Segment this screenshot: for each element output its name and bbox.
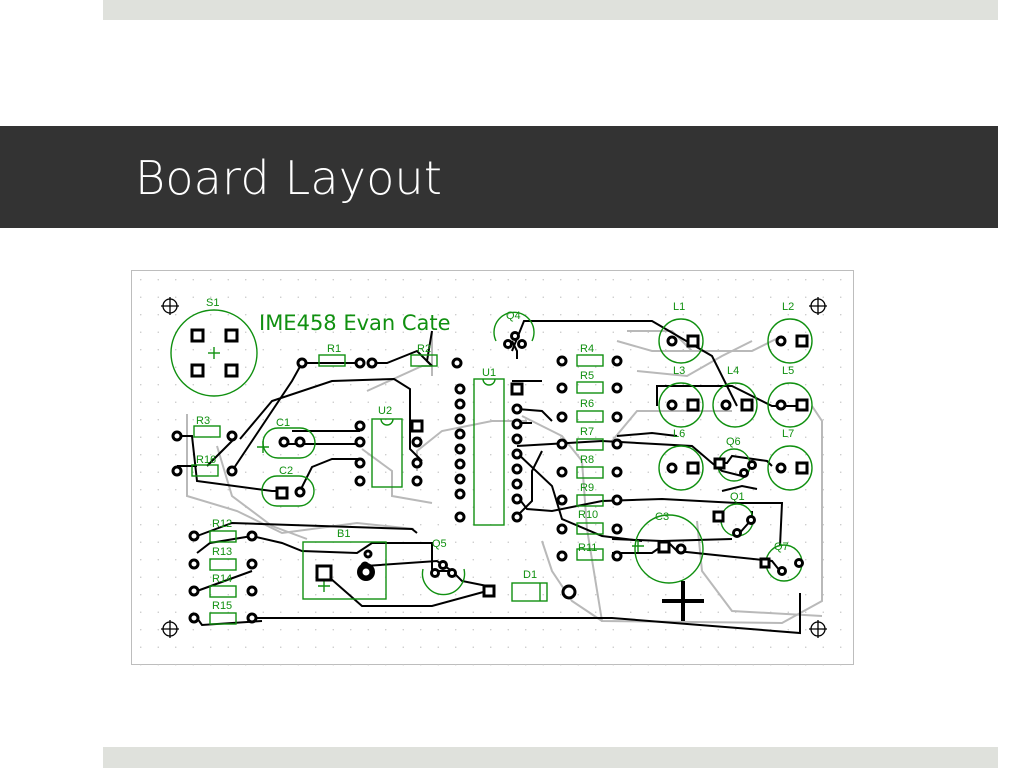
r1-outline	[318, 354, 346, 367]
label-r11: R11	[578, 542, 597, 554]
label-r9: R9	[580, 482, 594, 494]
label-r5: R5	[580, 370, 594, 382]
label-l2: L2	[782, 301, 794, 313]
label-r7: R7	[580, 426, 594, 438]
l3-outline	[658, 382, 704, 428]
label-l6: L6	[673, 428, 685, 440]
label-q4: Q4	[506, 310, 521, 322]
r4-outline	[576, 354, 604, 367]
label-c2: C2	[279, 465, 293, 477]
r3-outline	[193, 425, 221, 438]
label-c3: C3	[655, 511, 669, 523]
r11-outline	[576, 548, 604, 561]
label-b1: B1	[337, 528, 350, 540]
label-q1: Q1	[730, 491, 745, 503]
r7-outline	[576, 438, 604, 451]
label-l5: L5	[782, 365, 794, 377]
l7-outline	[767, 445, 813, 491]
pcb-layout-image: IME458 Evan Cate S1 R1 R2 R3 R4 R5 R6 R7…	[131, 270, 855, 666]
mounting-holes	[161, 297, 827, 638]
reference-designators: S1 R1 R2 R3 R4 R5 R6 R7 R8 R9 R10 R11 R1…	[196, 297, 794, 612]
r6-outline	[576, 410, 604, 423]
c2-outline	[261, 475, 315, 507]
top-accent-band	[103, 0, 998, 20]
label-c1: C1	[276, 417, 290, 429]
title-bar	[0, 126, 998, 228]
q4-outline	[493, 311, 535, 342]
label-r12: R12	[212, 518, 232, 530]
label-l4: L4	[727, 365, 739, 377]
r12-outline	[209, 530, 237, 543]
label-l7: L7	[782, 428, 794, 440]
label-r3: R3	[196, 415, 210, 427]
l6-outline	[658, 445, 704, 491]
round-pads	[171, 331, 804, 624]
r9-outline	[576, 494, 604, 507]
label-r15: R15	[212, 600, 232, 612]
u1-outline	[473, 378, 505, 526]
slide-title: Board Layout	[135, 151, 443, 205]
label-q7: Q7	[774, 541, 789, 553]
label-r13: R13	[212, 546, 232, 558]
r14-outline	[209, 585, 237, 598]
label-r1: R1	[327, 343, 341, 355]
switch-s1-outline	[170, 309, 258, 397]
label-q5: Q5	[432, 538, 447, 550]
label-r16: R16	[196, 454, 216, 466]
l5-outline	[767, 382, 813, 428]
silkscreen-layer	[170, 309, 813, 625]
q5-outline	[421, 568, 466, 596]
label-r2: R2	[417, 343, 431, 355]
r5-outline	[576, 381, 604, 394]
bottom-layer-traces	[186, 330, 823, 625]
square-pads	[190, 328, 809, 598]
bottom-accent-band	[103, 747, 998, 768]
label-s1: S1	[206, 297, 219, 309]
l2-outline	[767, 318, 813, 364]
c3-outline	[634, 514, 704, 584]
label-r8: R8	[580, 454, 594, 466]
label-d1: D1	[523, 569, 537, 581]
board-silkscreen-text: IME458 Evan Cate	[259, 311, 451, 335]
r8-outline	[576, 466, 604, 479]
label-r10: R10	[578, 509, 598, 521]
grid-dots	[132, 271, 855, 666]
b1-outline	[302, 541, 387, 600]
l4-outline	[712, 382, 758, 428]
r2-outline	[410, 354, 438, 367]
l1-outline	[658, 318, 704, 364]
r16-outline	[191, 464, 219, 477]
pcb-board-drawing: IME458 Evan Cate S1 R1 R2 R3 R4 R5 R6 R7…	[132, 271, 855, 666]
r13-outline	[209, 558, 237, 571]
r10-outline	[576, 522, 604, 535]
d1-outline	[511, 582, 548, 602]
label-r4: R4	[580, 343, 594, 355]
label-q6: Q6	[726, 436, 741, 448]
u2-outline	[371, 418, 403, 488]
label-r6: R6	[580, 398, 594, 410]
label-l1: L1	[673, 301, 685, 313]
c3-polarity-plus	[662, 581, 704, 621]
label-l3: L3	[673, 365, 685, 377]
label-u1: U1	[482, 367, 496, 379]
r15-outline	[209, 612, 237, 625]
label-r14: R14	[212, 573, 232, 585]
b1-pad-hole	[362, 568, 370, 576]
label-u2: U2	[378, 405, 392, 417]
